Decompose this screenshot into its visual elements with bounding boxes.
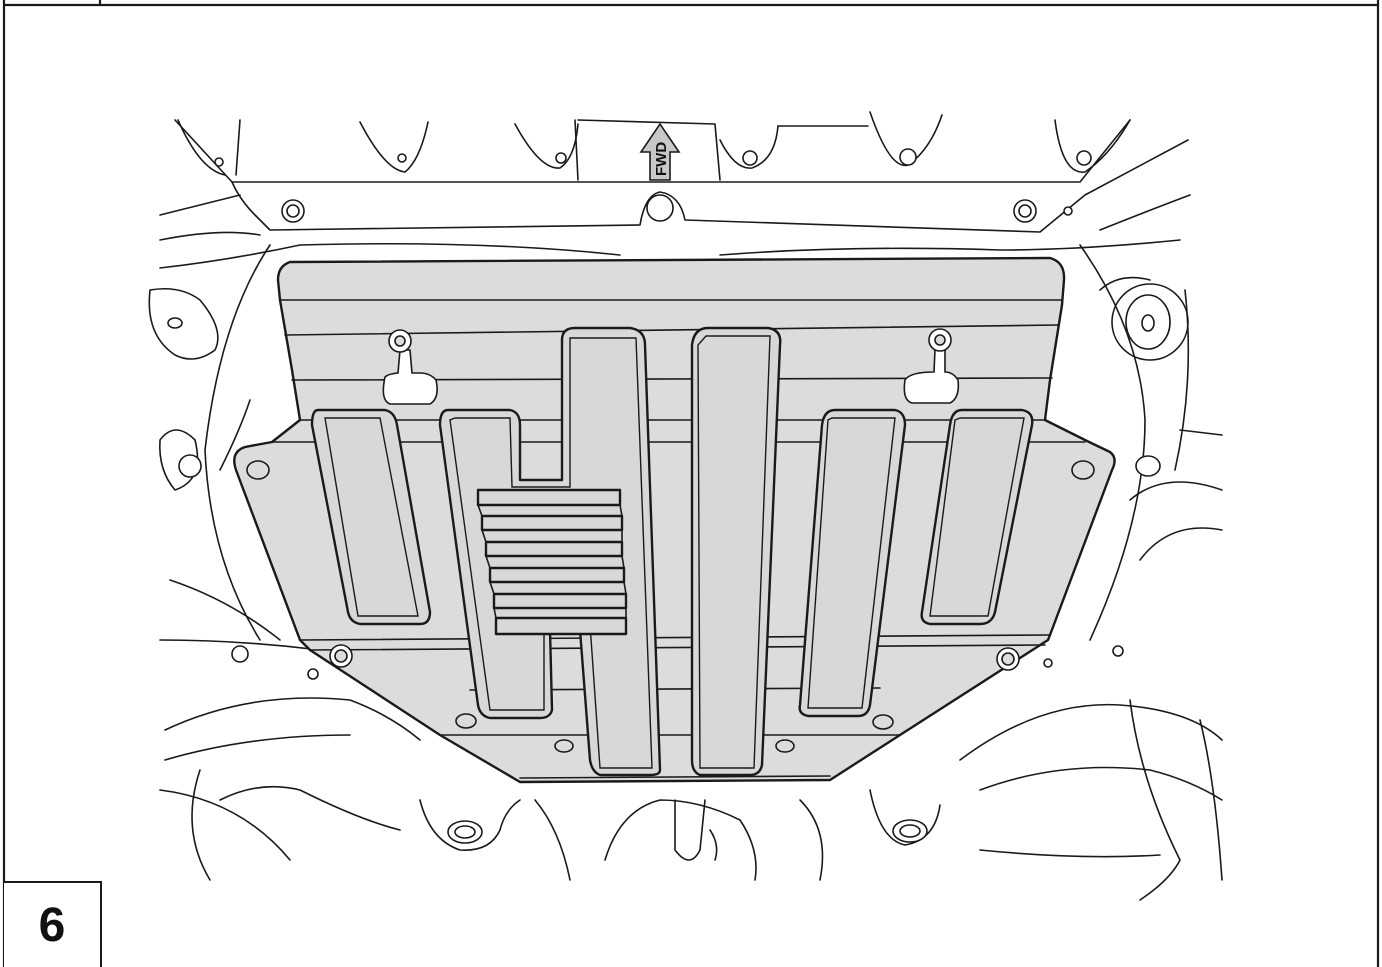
step-number: 6 [38, 898, 66, 952]
keyhole-slot-right [903, 328, 960, 404]
bolt-icon [996, 647, 1020, 671]
fwd-arrow-icon: FWD [639, 122, 681, 181]
keyhole-slot-left [382, 329, 438, 405]
rib-center-right [690, 326, 782, 777]
step-number-badge: 6 [4, 881, 102, 967]
vent-louvers [476, 488, 628, 636]
chassis-outline [148, 111, 1223, 901]
rib-outer-left [310, 408, 432, 626]
skid-plate [233, 256, 1116, 784]
bolt-icon [329, 644, 353, 668]
fwd-label: FWD [653, 142, 670, 176]
rib-outer-right [920, 408, 1034, 626]
rib-inner-right [798, 408, 907, 718]
